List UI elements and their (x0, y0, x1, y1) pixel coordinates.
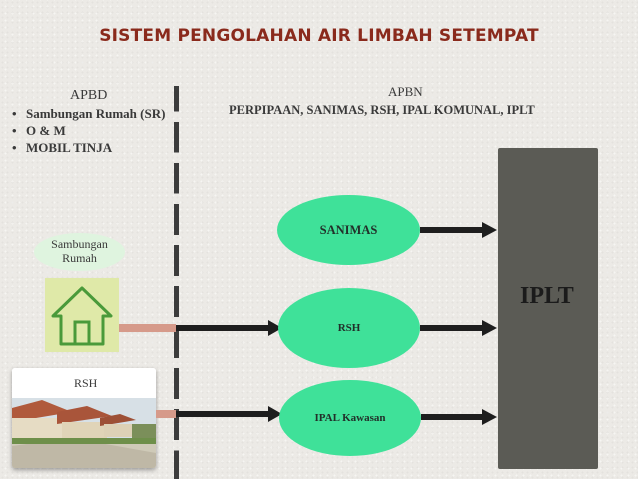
house-icon (45, 278, 119, 352)
apbn-heading: APBN (388, 84, 423, 99)
pipe-photo (156, 410, 176, 418)
ipal-kawasan-node: IPAL Kawasan (279, 380, 421, 456)
houses-photo: RSH (12, 368, 156, 468)
dashed-divider (174, 86, 179, 479)
sanimas-node: SANIMAS (277, 195, 420, 265)
slide-title: SISTEM PENGOLAHAN AIR LIMBAH SETEMPAT (99, 26, 539, 46)
apbd-heading: APBD (70, 88, 108, 103)
apbn-subtitle: PERPIPAAN, SANIMAS, RSH, IPAL KOMUNAL, I… (229, 103, 535, 117)
apbd-item: •O & M (12, 123, 66, 138)
iplt-box (498, 148, 598, 469)
rsh-node: RSH (278, 288, 420, 368)
apbd-item: •MOBIL TINJA (12, 140, 113, 155)
pipe-house (119, 324, 176, 332)
iplt-label: IPLT (520, 283, 574, 309)
sambungan-rumah-label: Sambungan Rumah (34, 233, 125, 271)
apbd-item: •Sambungan Rumah (SR) (12, 106, 166, 121)
apbd-list: •Sambungan Rumah (SR) •O & M •MOBIL TINJ… (10, 106, 176, 157)
